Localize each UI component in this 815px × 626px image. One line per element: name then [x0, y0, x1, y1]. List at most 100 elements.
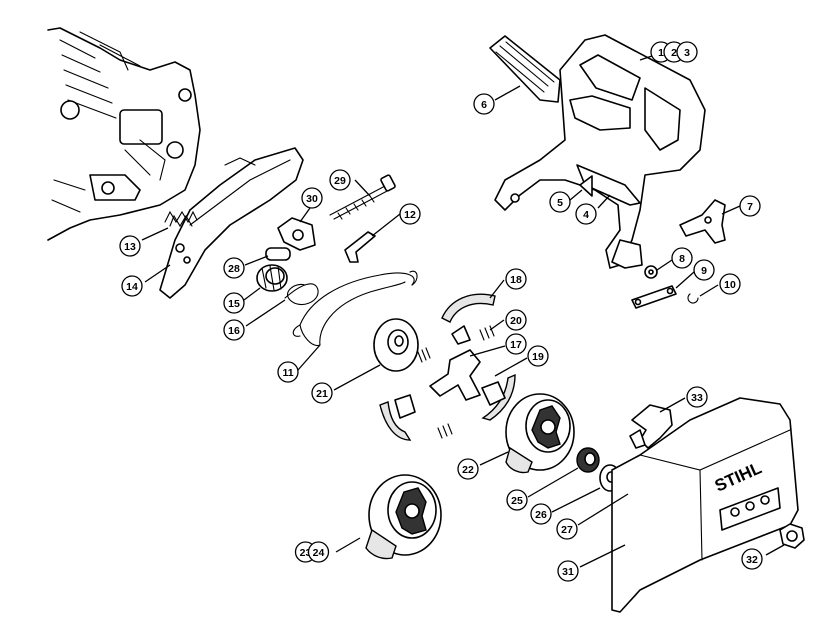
callout-16: 16 [223, 319, 245, 341]
callout-circle [549, 191, 571, 213]
callout-label: 2 [671, 47, 677, 59]
callout-label: 28 [228, 263, 240, 275]
washer-8 [644, 265, 658, 279]
adjusting-screw [329, 174, 396, 220]
callout-label: 29 [334, 175, 346, 187]
callout-circle [530, 503, 552, 525]
clutch-shoe-left [379, 394, 416, 441]
wire-spring-16 [284, 283, 319, 305]
callout-label: 4 [583, 209, 589, 221]
callout-label: 12 [404, 209, 416, 221]
plate-and-screw [576, 164, 641, 206]
callout-18: 18 [505, 268, 527, 290]
disc-21 [373, 318, 419, 372]
callout-label: 10 [724, 279, 736, 291]
clutch-drum-23 [365, 474, 442, 560]
brake-band [292, 270, 418, 346]
callout-14: 14 [121, 275, 143, 297]
callout-circle [223, 319, 245, 341]
small-spring-lower [437, 423, 453, 439]
callout-circle [277, 361, 299, 383]
callout-label: 20 [510, 315, 522, 327]
callout-17: 17 [505, 333, 527, 355]
callout-circle [527, 345, 549, 367]
callout-circle [693, 259, 715, 281]
callout-circle [121, 275, 143, 297]
callout-31: 31 [557, 560, 579, 582]
callout-circle [311, 382, 333, 404]
callout-label: 32 [746, 554, 758, 566]
callout-label: 23 [300, 547, 312, 559]
needle-bearing-25 [576, 447, 600, 473]
callout-label: 22 [462, 464, 474, 476]
callout-circle [556, 518, 578, 540]
small-spring [417, 347, 431, 363]
side-plate [159, 147, 304, 299]
callout-label: 24 [313, 547, 325, 559]
callout-label: 21 [316, 388, 328, 400]
callout-label: 9 [701, 265, 707, 277]
callout-circle [506, 489, 528, 511]
callout-32: 32 [741, 548, 763, 570]
callout-circle [741, 548, 763, 570]
callout-label: 18 [510, 274, 522, 286]
callout-label: 3 [684, 47, 690, 59]
clutch-drum-22 [505, 393, 575, 474]
tensioner-30 [277, 217, 316, 251]
callout-4: 4 [575, 203, 597, 225]
rubber-pad [489, 35, 561, 103]
callout-28: 28 [223, 257, 245, 279]
sprocket-cover: STIHL [611, 397, 799, 613]
callout-9: 9 [693, 259, 715, 281]
callout-26: 26 [530, 503, 552, 525]
callout-7: 7 [739, 195, 761, 217]
link-9 [631, 285, 677, 309]
callout-15: 15 [223, 292, 245, 314]
callout-11: 11 [277, 361, 299, 383]
callout-circle [399, 203, 421, 225]
brake-lever [679, 199, 726, 244]
callout-circle [223, 257, 245, 279]
callout-circle [557, 560, 579, 582]
callout-19: 19 [527, 345, 549, 367]
pin-28 [265, 247, 291, 261]
bracket-12 [344, 231, 376, 263]
callout-label: 27 [561, 524, 573, 536]
handguard [494, 34, 706, 269]
callout-label: 6 [481, 99, 487, 111]
nut-32 [779, 523, 805, 549]
callout-label: 16 [228, 325, 240, 337]
callout-circle [307, 541, 330, 563]
callout-circle [686, 386, 708, 408]
callout-25: 25 [506, 489, 528, 511]
callout-circle [223, 292, 245, 314]
callout-13: 13 [119, 235, 141, 257]
spring-13 [164, 210, 198, 228]
callout-label: 8 [679, 253, 685, 265]
bushing-15 [256, 264, 288, 292]
leader-lines [141, 51, 785, 568]
callout-27: 27 [556, 518, 578, 540]
callout-circle [329, 169, 351, 191]
callout-circle [671, 247, 693, 269]
callout-label: 5 [557, 197, 563, 209]
callout-label: 25 [511, 495, 523, 507]
callout-label: 15 [228, 298, 240, 310]
callout-circle [719, 273, 741, 295]
callout-12: 12 [399, 203, 421, 225]
callout-circle [301, 187, 323, 209]
callout-circle [505, 309, 527, 331]
callout-circle [505, 333, 527, 355]
callout-label: 17 [510, 339, 522, 351]
callout-label: 7 [747, 201, 753, 213]
callout-29: 29 [329, 169, 351, 191]
callout-8: 8 [671, 247, 693, 269]
callout-circle [473, 93, 495, 115]
callout-label: 1 [658, 47, 664, 59]
engine-housing [47, 27, 201, 241]
callout-5: 5 [549, 191, 571, 213]
spring-20 [479, 325, 495, 341]
